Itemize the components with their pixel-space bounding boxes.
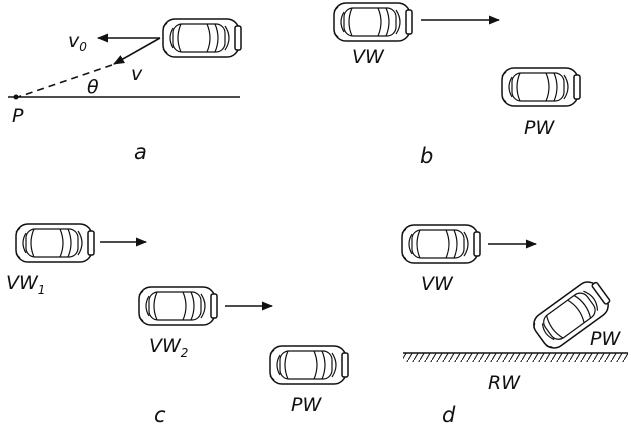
panel-label-c: c xyxy=(154,403,166,427)
panel-d: VW PW RW d xyxy=(401,224,628,427)
label-vw1: VW1 xyxy=(6,272,45,297)
label-v0-subscript: 0 xyxy=(79,40,87,54)
label-pw-c: PW xyxy=(291,394,322,416)
panel-label-d: d xyxy=(442,403,456,427)
label-vw2-subscript: 2 xyxy=(181,346,189,360)
label-vw2-main: VW xyxy=(149,335,182,357)
label-pw-b: PW xyxy=(524,117,555,139)
car-pw-c xyxy=(269,345,349,385)
car-vw1-c xyxy=(15,223,95,263)
label-vw1-main: VW xyxy=(6,272,39,294)
label-vw2: VW2 xyxy=(149,335,188,360)
label-point-p: P xyxy=(12,105,24,127)
panel-label-b: b xyxy=(420,144,433,168)
label-pw-d: PW xyxy=(590,328,621,350)
panel-c: VW1 VW2 PW c xyxy=(6,223,349,427)
label-v0: v xyxy=(68,30,80,52)
panel-label-a: a xyxy=(134,140,147,164)
car-vw2-c xyxy=(138,286,218,326)
car-vw-b xyxy=(333,2,413,42)
panel-a: v0 v θ P a xyxy=(8,18,242,164)
panel-b: VW PW b xyxy=(333,2,581,168)
trajectory-dashed-line xyxy=(17,64,113,98)
car-a xyxy=(162,18,242,58)
label-v-oblique: v xyxy=(131,63,143,85)
label-vw-b: VW xyxy=(352,46,385,68)
car-vw-d xyxy=(401,224,481,264)
label-vw-d: VW xyxy=(421,273,454,295)
velocity-v-arrow xyxy=(113,37,161,65)
wall-hatching xyxy=(403,353,628,362)
label-vw1-subscript: 1 xyxy=(38,283,46,297)
label-rw-d: RW xyxy=(488,372,521,394)
label-v: v0 xyxy=(68,30,87,54)
point-p-marker xyxy=(13,94,19,100)
car-pw-b xyxy=(501,67,581,107)
label-theta: θ xyxy=(87,76,99,98)
